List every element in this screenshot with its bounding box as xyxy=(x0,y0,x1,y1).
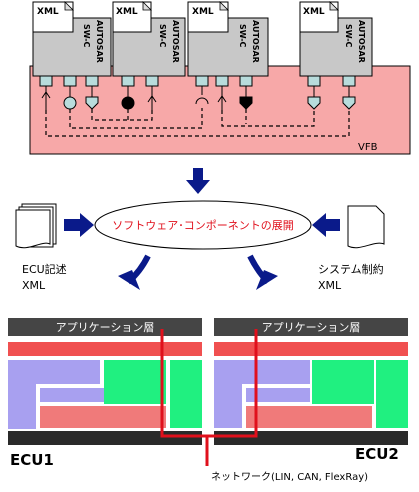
port xyxy=(39,75,53,87)
vfb-label: VFB xyxy=(358,142,378,153)
port xyxy=(63,75,77,87)
ecu-xml-document-icon xyxy=(15,203,57,249)
ecu1-name: ECU1 xyxy=(10,451,54,469)
port xyxy=(121,75,135,87)
ecu1: アプリケーション層 ECU1 xyxy=(8,318,202,469)
sw-component-3: XML SW-C AUTOSAR xyxy=(187,1,269,77)
xml-doc-label: XML xyxy=(116,7,138,17)
app-layer-label: アプリケーション層 xyxy=(56,321,155,334)
swc-label: SW-C xyxy=(238,24,247,48)
autosar-label: AUTOSAR xyxy=(171,20,180,63)
port-connectors xyxy=(41,86,356,110)
system-constraint-document-icon xyxy=(347,205,385,249)
system-constraint-label-2: XML xyxy=(318,279,342,292)
swc-label: SW-C xyxy=(344,24,353,48)
port xyxy=(85,75,99,87)
swc-label: SW-C xyxy=(82,24,91,48)
ecu-xml-label-2: XML xyxy=(22,279,46,292)
vfb-connections xyxy=(45,108,350,137)
ports xyxy=(39,75,356,87)
xml-doc-label: XML xyxy=(303,7,325,17)
sw-component-4: XML SW-C AUTOSAR xyxy=(299,1,373,77)
system-constraint-label-1: システム制約 xyxy=(318,262,384,276)
ecu2-name: ECU2 xyxy=(355,445,399,463)
swc-label: SW-C xyxy=(158,24,167,48)
port xyxy=(239,75,253,87)
right-arrow-icon xyxy=(64,213,94,237)
ecu-xml-label-1: ECU記述 xyxy=(22,262,67,276)
xml-doc-label: XML xyxy=(37,7,59,17)
left-arrow-icon xyxy=(312,213,340,237)
deploy-center-label: ソフトウェア･コンポーネントの展開 xyxy=(112,219,294,232)
port xyxy=(307,75,321,87)
curved-down-arrow-right xyxy=(247,254,278,290)
sw-component-2: XML SW-C AUTOSAR xyxy=(112,1,186,77)
network-lines xyxy=(160,329,258,466)
port xyxy=(145,75,159,87)
app-layer-label: アプリケーション層 xyxy=(262,321,361,334)
port xyxy=(342,75,356,87)
sw-component-1: XML SW-C AUTOSAR xyxy=(32,1,112,77)
autosar-label: AUTOSAR xyxy=(357,20,366,63)
ecu2: アプリケーション層 ECU2 xyxy=(214,318,408,463)
down-arrow-icon xyxy=(186,168,210,194)
autosar-label: AUTOSAR xyxy=(251,20,260,63)
autosar-label: AUTOSAR xyxy=(95,20,104,63)
curved-down-arrow-left xyxy=(118,254,151,290)
port xyxy=(215,75,229,87)
deploy-ellipse xyxy=(94,200,312,250)
xml-doc-label: XML xyxy=(192,7,214,17)
network-label: ネットワーク(LIN, CAN, FlexRay) xyxy=(211,471,368,483)
port xyxy=(195,75,209,87)
